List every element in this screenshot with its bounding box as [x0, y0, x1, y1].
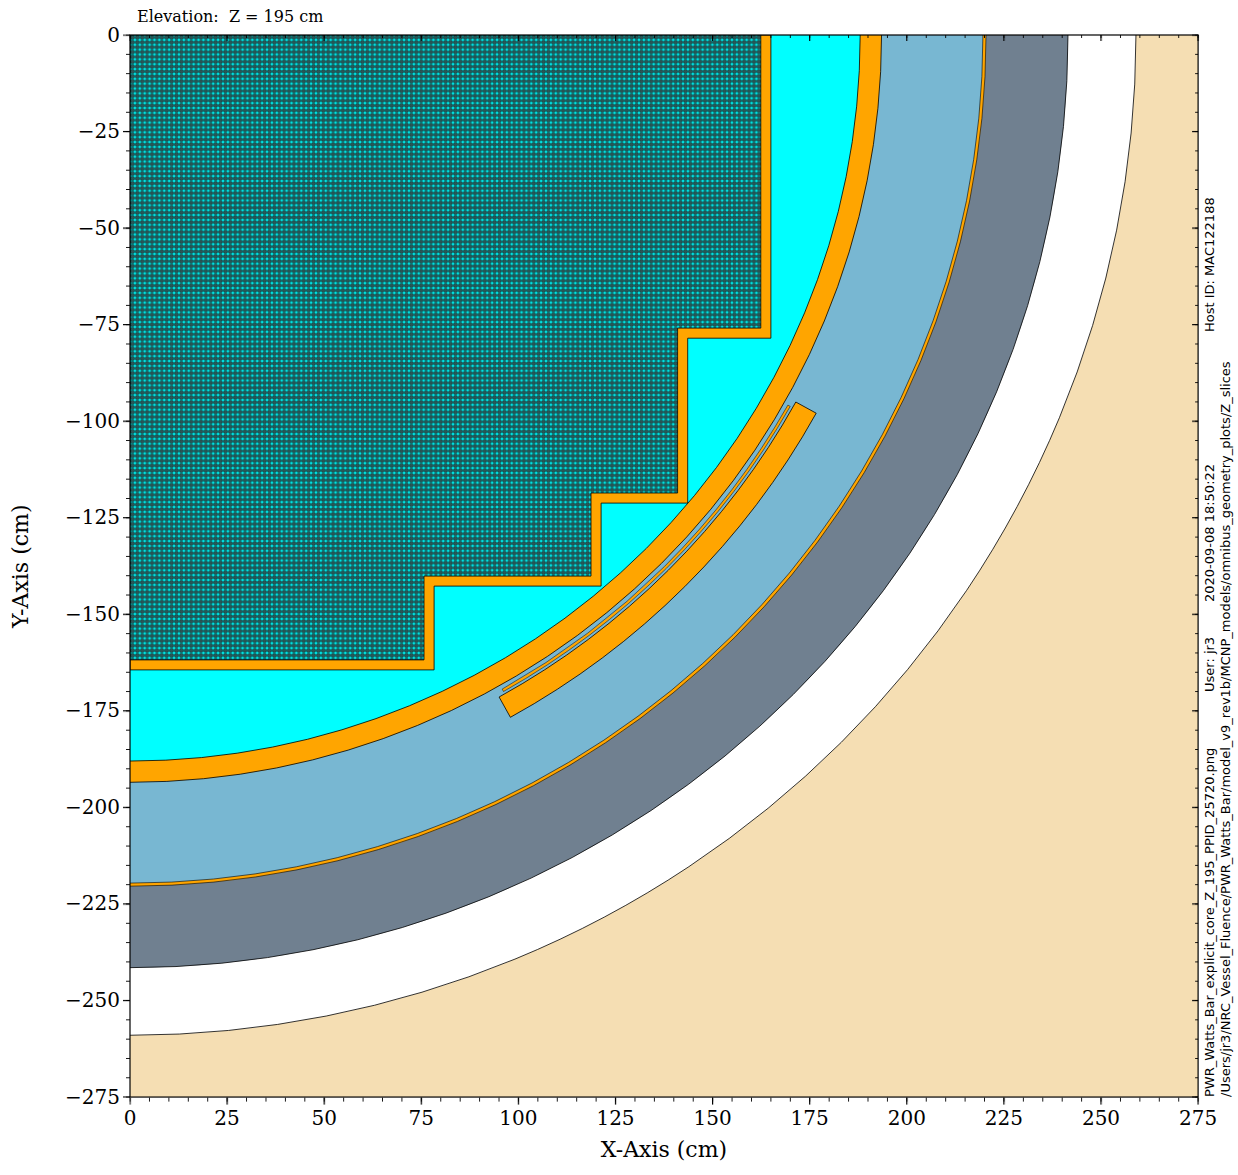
y-minor-ticks-right — [1195, 34, 1198, 1098]
x-tick-label: 100 — [499, 1107, 537, 1130]
bypass-water — [130, 35, 860, 761]
x-tick-label: 275 — [1179, 1107, 1217, 1130]
downcomer-water — [130, 35, 983, 883]
core-barrel — [130, 35, 882, 782]
y-tick-label: −125 — [65, 506, 120, 529]
y-axis-title: Y-Axis (cm) — [8, 504, 33, 628]
y-tick-label: 0 — [107, 24, 120, 47]
x-tick-label: 75 — [409, 1107, 434, 1130]
plot-metadata: User: jr3 — [1203, 637, 1218, 692]
y-minor-ticks — [126, 34, 130, 1098]
y-tick-label: −250 — [65, 989, 120, 1012]
file-path: /Users/jr3/NRC_Vessel_Fluence/PWR_Watts_… — [1219, 361, 1234, 1097]
x-minor-ticks — [129, 1098, 1199, 1102]
fuel-lattice — [130, 35, 761, 660]
vessel-cladding — [130, 35, 986, 886]
y-tick-label: −225 — [65, 892, 120, 915]
plot-frame — [130, 35, 1198, 1097]
y-tick-label: −175 — [65, 699, 120, 722]
x-tick-label: 0 — [124, 1107, 137, 1130]
plot-metadata: PWR_Watts_Bar_explicit_core_Z_195_PPID_2… — [1203, 748, 1218, 1097]
y-tick-label: −200 — [65, 796, 120, 819]
y-tick-label: −50 — [78, 217, 120, 240]
x-tick-label: 200 — [888, 1107, 926, 1130]
y-tick-label: −275 — [65, 1086, 120, 1109]
x-tick-label: 50 — [311, 1107, 336, 1130]
x-axis-title: X-Axis (cm) — [601, 1137, 727, 1162]
elevation-title: Elevation: Z = 195 cm — [137, 8, 323, 26]
x-tick-label: 175 — [791, 1107, 829, 1130]
plot-metadata: 2020-09-08 18:50:22 — [1203, 464, 1218, 602]
x-tick-label: 25 — [214, 1107, 239, 1130]
y-major-ticks — [123, 34, 130, 1098]
x-minor-ticks-top — [129, 35, 1199, 38]
y-tick-label: −25 — [78, 120, 120, 143]
x-tick-label: 250 — [1082, 1107, 1120, 1130]
y-tick-label: −75 — [78, 313, 120, 336]
y-major-ticks-right — [1192, 34, 1198, 1098]
x-tick-label: 125 — [596, 1107, 634, 1130]
y-tick-label: −100 — [65, 410, 120, 433]
x-major-ticks — [129, 1098, 1199, 1105]
x-major-ticks-top — [129, 35, 1199, 41]
x-tick-label: 225 — [985, 1107, 1023, 1130]
core-baffle — [130, 35, 771, 670]
x-tick-label: 150 — [694, 1107, 732, 1130]
cavity-gap — [130, 35, 1136, 1035]
pressure-vessel — [130, 35, 1068, 968]
plot-metadata: Host ID: MAC122188 — [1203, 197, 1218, 332]
y-tick-label: −150 — [65, 603, 120, 626]
